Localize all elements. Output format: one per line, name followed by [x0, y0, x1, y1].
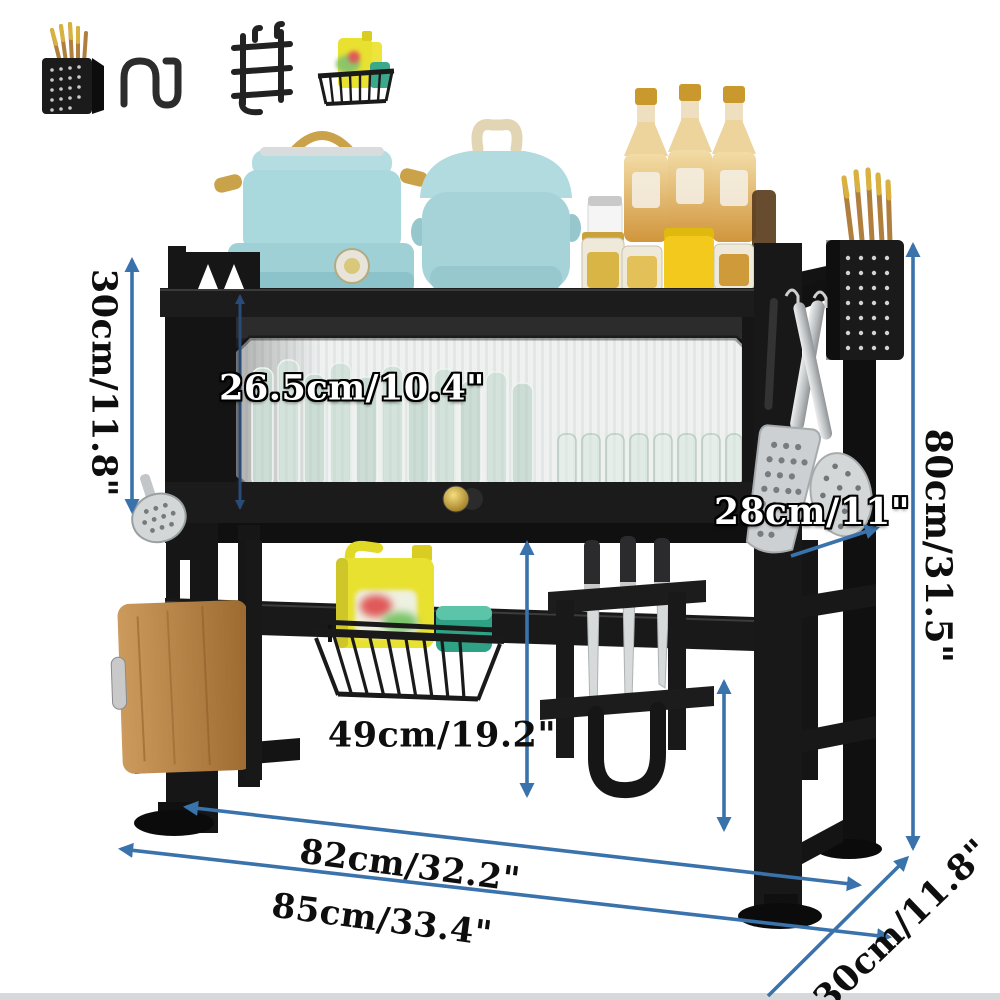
skimmer — [793, 302, 873, 538]
left-shelf-ornament — [168, 246, 260, 289]
knife-sharpener — [764, 297, 778, 410]
pot-lid-handle — [287, 131, 357, 158]
left-foot — [134, 810, 214, 836]
utensil-hooks — [784, 288, 828, 308]
oil-bottle — [712, 86, 756, 242]
cutting-board-rack-icon — [231, 21, 293, 116]
sink-caddy-basket-icon — [317, 31, 395, 106]
over-door-hook-icon — [120, 57, 182, 109]
hanging-strainer — [131, 473, 187, 544]
dim-label-shelf-height: 30cm/11.8" — [83, 268, 125, 498]
chopstick-holder-icon — [42, 22, 104, 114]
soap-basket — [311, 540, 505, 702]
spice-jars — [581, 190, 776, 293]
oil-bottle — [668, 84, 712, 242]
cutting-board — [110, 600, 253, 774]
accessory-legend — [42, 21, 395, 116]
dim-line-overall-depth — [766, 855, 910, 998]
dish-cabinet — [165, 317, 773, 543]
dim-label-cabinet-inner-height: 26.5cm/10.4" — [219, 367, 485, 409]
dimension-lines — [117, 241, 921, 998]
casserole-lid-handle — [471, 119, 523, 155]
dim-label-clearance-height: 49cm/19.2" — [327, 714, 557, 756]
stock-pot — [214, 131, 428, 293]
board-handle — [110, 656, 128, 710]
oil-bottles — [624, 84, 756, 242]
dim-label-overall-height: 80cm/31.5" — [917, 428, 959, 664]
cutting-board-holder — [110, 525, 300, 787]
oil-bottle — [624, 88, 668, 242]
bottom-edge-strip — [0, 993, 1000, 1000]
dim-line-cabinet-depth — [790, 524, 880, 558]
door-knob — [442, 485, 470, 513]
top-shelf — [160, 246, 868, 317]
dim-label-cabinet-depth: 28cm/11" — [713, 491, 911, 533]
chopstick-holder — [826, 167, 904, 360]
dim-line-overall-width — [117, 842, 893, 944]
yellow-canister — [664, 236, 714, 292]
casserole-pot — [411, 119, 581, 291]
knife-rack — [540, 536, 714, 799]
